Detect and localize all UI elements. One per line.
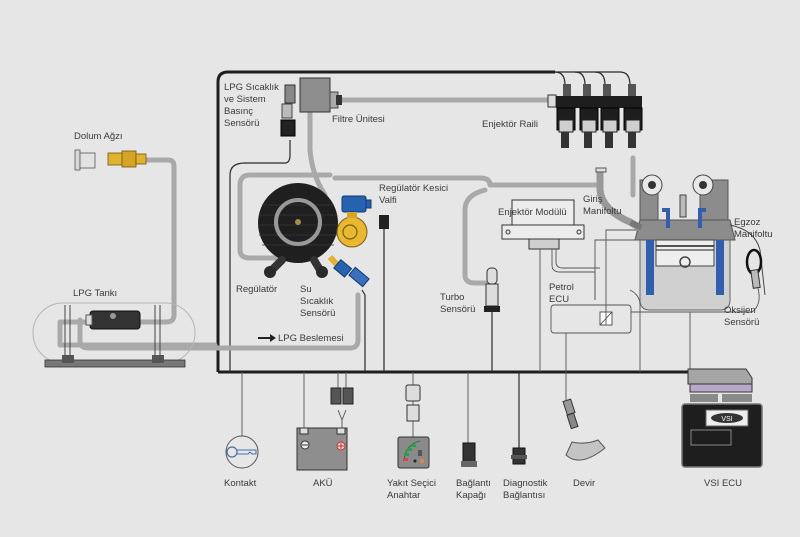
pressure-sensor-icon xyxy=(280,84,296,137)
oxygen-sensor-icon xyxy=(745,248,763,289)
label-regulator: Regülatör xyxy=(236,284,277,295)
filter-unit-icon xyxy=(299,77,342,113)
label-lpg-beslemesi: LPG Beslemesi xyxy=(278,333,343,344)
label-baglanti-kapagi: Bağlantı Kapağı xyxy=(456,478,494,501)
inner-harness xyxy=(229,140,291,372)
label-enjektor-raili: Enjektör Raili xyxy=(482,119,538,130)
turbo-sensor-icon xyxy=(484,267,500,312)
label-devir: Devir xyxy=(573,478,595,489)
oxygen-sensor-wire xyxy=(690,287,760,313)
label-oksijen-sensoru: Oksijen Sensörü xyxy=(724,305,759,328)
label-diagnostik: Diagnostik Bağlantısı xyxy=(503,478,550,501)
label-regulator-kesici: Regülatör Kesici Valfi xyxy=(379,183,451,206)
map-sensor-connector-icon xyxy=(379,215,389,229)
label-enjektor-modulu: Enjektör Modülü xyxy=(498,207,567,218)
hose-filter-to-regulator xyxy=(307,107,328,198)
injector-rail-icon xyxy=(547,84,643,148)
petrol-ecu-box xyxy=(550,304,632,334)
hose-tee-to-turbo xyxy=(462,187,488,286)
solenoid-valve-icon xyxy=(336,195,372,248)
label-su-sicaklik: Su Sıcaklık Sensörü xyxy=(300,284,336,319)
tank-mount-icon xyxy=(44,305,186,368)
diagnostic-connector-icon xyxy=(511,447,527,465)
connector-icon xyxy=(405,384,421,422)
label-lpg-sicaklik: LPG Sıcaklık ve Sistem Basınç Sensörü xyxy=(224,82,282,129)
intake-manifold-icon xyxy=(595,167,643,232)
engine-bay-frame xyxy=(216,70,555,372)
label-dolum-agzi: Dolum Ağzı xyxy=(74,131,123,142)
label-kontakt: Kontakt xyxy=(224,478,257,489)
injector-module-icon xyxy=(501,199,585,250)
label-lpg-tanki: LPG Tankı xyxy=(73,288,117,299)
exhaust-manifold xyxy=(729,224,766,296)
regulator-icon xyxy=(258,183,338,278)
label-turbo-sensoru: Turbo Sensörü xyxy=(440,292,475,315)
vsi-ecu-icon: VSI xyxy=(681,368,763,468)
label-aku: AKÜ xyxy=(313,478,333,489)
engine-cylinder-icon xyxy=(634,174,736,311)
water-temp-sensor-icon xyxy=(327,254,370,288)
ignition-key-icon xyxy=(225,435,259,469)
battery-icon xyxy=(296,427,348,471)
hose-tank-out xyxy=(77,292,361,351)
water-sensor-wire xyxy=(361,289,366,372)
hose-regulator-loop xyxy=(237,172,333,261)
aku-wire-pos xyxy=(337,372,347,432)
injector-wire-4 xyxy=(595,71,631,90)
fuse-holder-icon xyxy=(330,387,354,405)
label-egzoz-manifoltu: Egzoz Manifoltu xyxy=(734,217,773,240)
fuel-selector-switch-icon xyxy=(397,436,430,469)
label-giris-manifoltu: Giriş Manifoltu xyxy=(583,194,622,217)
label-petrol-ecu: Petrol ECU xyxy=(549,282,576,305)
vsi-badge: VSI xyxy=(721,416,732,423)
label-yakit-secici: Yakıt Seçici Anahtar xyxy=(387,478,439,501)
filler-neck-icon xyxy=(74,149,147,171)
tank-multivalve-icon xyxy=(85,310,141,330)
label-filtre-unitesi: Filtre Ünitesi xyxy=(332,114,385,125)
injector-module-wires xyxy=(539,249,600,372)
hose-filler-to-tank xyxy=(57,157,218,348)
rpm-sensor-icon xyxy=(562,398,606,461)
connection-cap-icon xyxy=(461,442,477,467)
label-vsi-ecu: VSI ECU xyxy=(704,478,742,489)
lpg-feed-legend: LPG Beslemesi xyxy=(258,333,343,344)
